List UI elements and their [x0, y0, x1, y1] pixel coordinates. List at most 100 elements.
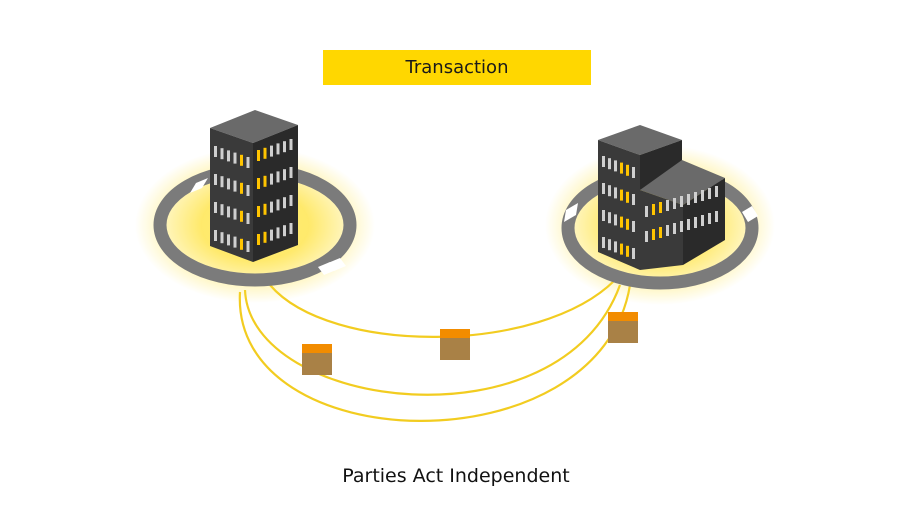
building-window: [687, 194, 690, 205]
building-window: [680, 196, 683, 207]
building-window: [246, 157, 250, 168]
building-window: [659, 227, 662, 238]
chevron-arrows-icon: [564, 203, 758, 222]
building-window: [276, 143, 280, 155]
building-window: [263, 175, 267, 187]
building-window: [270, 201, 273, 213]
building-window: [227, 234, 230, 246]
office-complex-icon: [598, 125, 725, 270]
building-window: [632, 248, 635, 259]
building-window: [680, 221, 683, 232]
party-right: [545, 125, 775, 305]
party-left: [135, 110, 375, 303]
building-window: [608, 239, 611, 251]
package-icon: [608, 312, 638, 343]
building-window: [220, 148, 224, 160]
building-window: [652, 204, 655, 215]
package-icon: [440, 329, 470, 360]
building-window: [632, 194, 635, 205]
building-window: [659, 202, 662, 213]
building-window: [233, 180, 237, 192]
building-window: [715, 211, 718, 222]
diagram-caption: Parties Act Independent: [342, 465, 570, 487]
building-window: [614, 214, 617, 226]
building-window: [645, 231, 648, 242]
connection-lines: [238, 279, 632, 422]
building-window: [283, 169, 286, 181]
building-window: [614, 241, 617, 253]
building-window: [602, 210, 605, 221]
building-window: [694, 192, 697, 203]
connection-line: [243, 284, 622, 396]
building-window: [270, 145, 273, 157]
building-window: [715, 186, 718, 197]
building-window: [666, 225, 669, 236]
building-window: [257, 206, 260, 217]
building-window: [276, 171, 280, 183]
building-window: [214, 146, 217, 157]
building-window: [283, 141, 286, 153]
building-window: [620, 189, 623, 201]
building-window: [626, 218, 629, 230]
building-window: [666, 200, 669, 211]
building-window: [673, 198, 676, 209]
building-window: [227, 150, 230, 162]
building-window: [614, 160, 617, 172]
building-window: [214, 202, 217, 213]
building-window: [608, 185, 611, 197]
office-tower-icon: [210, 110, 298, 262]
building-window: [240, 154, 243, 166]
building-window: [602, 183, 605, 194]
building-window: [673, 223, 676, 234]
package-icon: [302, 344, 332, 375]
building-window: [257, 234, 260, 245]
building-window: [283, 225, 286, 237]
building-window: [276, 227, 280, 239]
chevron-arrows-icon: [190, 178, 346, 275]
building-window: [289, 167, 293, 178]
building-window: [708, 188, 711, 199]
building-window: [620, 162, 623, 174]
building-window: [233, 208, 237, 220]
building-window: [276, 199, 280, 211]
building-window: [608, 158, 611, 170]
building-window: [289, 139, 293, 150]
building-window: [246, 185, 250, 196]
building-window: [289, 195, 293, 206]
building-window: [602, 156, 605, 167]
building-window: [626, 245, 629, 257]
building-window: [240, 182, 243, 194]
building-window: [257, 150, 260, 161]
building-window: [283, 197, 286, 209]
building-window: [620, 216, 623, 228]
building-window: [227, 178, 230, 190]
building-window: [214, 230, 217, 241]
building-window: [289, 223, 293, 234]
connection-line: [269, 279, 616, 338]
building-window: [701, 190, 704, 201]
building-window: [263, 203, 267, 215]
building-window: [632, 221, 635, 232]
building-window: [270, 173, 273, 185]
building-window: [246, 213, 250, 224]
building-window: [626, 191, 629, 203]
building-window: [214, 174, 217, 185]
building-window: [246, 241, 250, 252]
building-window: [220, 204, 224, 216]
building-window: [602, 237, 605, 248]
building-window: [687, 219, 690, 230]
title-label: Transaction: [405, 57, 509, 78]
building-window: [608, 212, 611, 224]
building-window: [220, 232, 224, 244]
building-window: [614, 187, 617, 199]
building-window: [645, 206, 648, 217]
title-banner: Transaction: [323, 50, 591, 85]
building-window: [652, 229, 655, 240]
building-window: [263, 231, 267, 243]
building-window: [270, 229, 273, 241]
building-window: [240, 210, 243, 222]
building-window: [233, 152, 237, 164]
building-window: [257, 178, 260, 189]
building-window: [240, 238, 243, 250]
